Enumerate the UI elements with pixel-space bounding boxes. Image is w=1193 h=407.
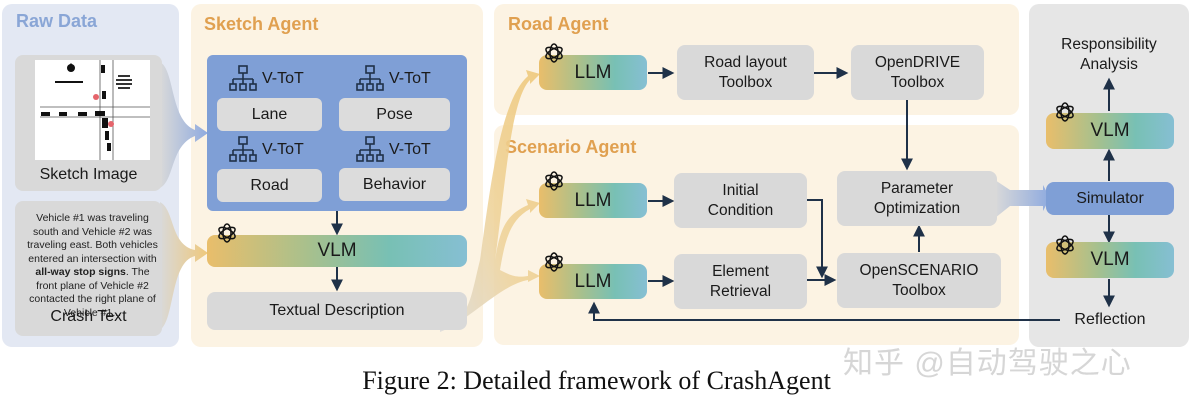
opendrive-line2: Toolbox: [890, 73, 945, 91]
responsibility-analysis: Responsibility Analysis: [1040, 35, 1178, 75]
hierarchy-tree-icon: [229, 65, 257, 91]
crash-text-part2: . The front plane of Vehicle #2 contacte…: [29, 266, 156, 319]
responsibility-line1: Responsibility: [1061, 36, 1157, 53]
initial-condition-line1: Initial: [722, 181, 759, 199]
module-road: Road: [217, 169, 322, 202]
vtot-road-header: V-ToT: [228, 135, 304, 165]
openai-logo-icon: [1056, 102, 1074, 122]
road-layout-line1: Road layout: [704, 53, 787, 71]
sketch-image-card: Sketch Image: [15, 55, 162, 191]
element-retrieval: Element Retrieval: [674, 254, 807, 309]
opendrive-line1: OpenDRIVE: [874, 53, 961, 71]
raw-data-title: Raw Data: [16, 11, 98, 31]
param-to-simulator-flow: [995, 180, 1050, 218]
openai-logo-icon: [1056, 235, 1074, 255]
initial-condition-line2: Condition: [707, 201, 774, 219]
road-layout-line2: Toolbox: [718, 73, 773, 91]
scenario-agent-title: Scenario Agent: [505, 137, 637, 157]
vtot-pose-header: V-ToT: [355, 64, 431, 94]
sketch-agent-title: Sketch Agent: [204, 14, 319, 34]
sketch-to-vtot-flow: [160, 62, 208, 188]
watermark: 知乎 @自动驾驶之心: [843, 347, 1132, 380]
hierarchy-tree-icon: [229, 136, 257, 162]
crash-text-body: Vehicle #1 was traveling south and Vehic…: [25, 212, 160, 320]
openai-logo-icon: [545, 252, 563, 272]
road-agent-title: Road Agent: [508, 14, 609, 34]
crash-text-label: Crash Text: [50, 308, 127, 325]
parameter-optimization: Parameter Optimization: [837, 171, 997, 226]
scenario-llm-1: LLM: [539, 183, 647, 218]
vtot-label: V-ToT: [262, 70, 304, 87]
element-retrieval-line2: Retrieval: [709, 282, 772, 300]
reflection-label: Reflection: [1074, 311, 1146, 328]
figure-caption: Figure 2: Detailed framework of CrashAge…: [362, 366, 831, 395]
initial-condition: Initial Condition: [674, 173, 807, 228]
openai-logo-icon: [218, 223, 236, 243]
road-layout-toolbox: Road layout Toolbox: [677, 45, 814, 100]
textual-description: Textual Description: [207, 292, 467, 330]
module-pose: Pose: [339, 98, 450, 131]
openai-logo-icon: [545, 171, 563, 191]
openai-logo-icon: [545, 43, 563, 63]
openscenario-toolbox: OpenSCENARIO Toolbox: [837, 253, 1001, 308]
element-retrieval-line1: Element: [712, 262, 769, 280]
vtot-behavior-header: V-ToT: [355, 135, 431, 165]
hierarchy-tree-icon: [356, 65, 384, 91]
crash-text-card: Vehicle #1 was traveling south and Vehic…: [15, 201, 162, 336]
sketch-image-label: Sketch Image: [39, 166, 138, 183]
simulation-vlm-bottom: VLM: [1046, 242, 1174, 278]
vtot-lane-header: V-ToT: [228, 64, 304, 94]
text-to-vlm-flow: [160, 202, 208, 330]
parameter-optimization-line2: Optimization: [873, 199, 961, 217]
parameter-optimization-line1: Parameter: [880, 179, 954, 197]
openscenario-line2: Toolbox: [892, 281, 946, 299]
scenario-llm-2: LLM: [539, 264, 647, 299]
responsibility-line2: Analysis: [1080, 56, 1138, 73]
simulator: Simulator: [1046, 182, 1174, 215]
module-behavior: Behavior: [339, 168, 450, 201]
hierarchy-tree-icon: [356, 136, 384, 162]
crash-text-bold: all-way stop signs: [35, 266, 126, 278]
crash-text-part1: Vehicle #1 was traveling south and Vehic…: [27, 212, 158, 265]
crash-sketch-image: [35, 60, 150, 160]
opendrive-toolbox: OpenDRIVE Toolbox: [851, 45, 984, 100]
vtot-label: V-ToT: [262, 141, 304, 158]
sketch-vlm: VLM: [207, 235, 467, 267]
openscenario-line1: OpenSCENARIO: [859, 261, 979, 279]
textual-to-llms-flow: [440, 70, 540, 332]
module-lane: Lane: [217, 98, 322, 131]
vtot-label: V-ToT: [389, 70, 431, 87]
vtot-label: V-ToT: [389, 141, 431, 158]
road-llm: LLM: [539, 55, 647, 90]
